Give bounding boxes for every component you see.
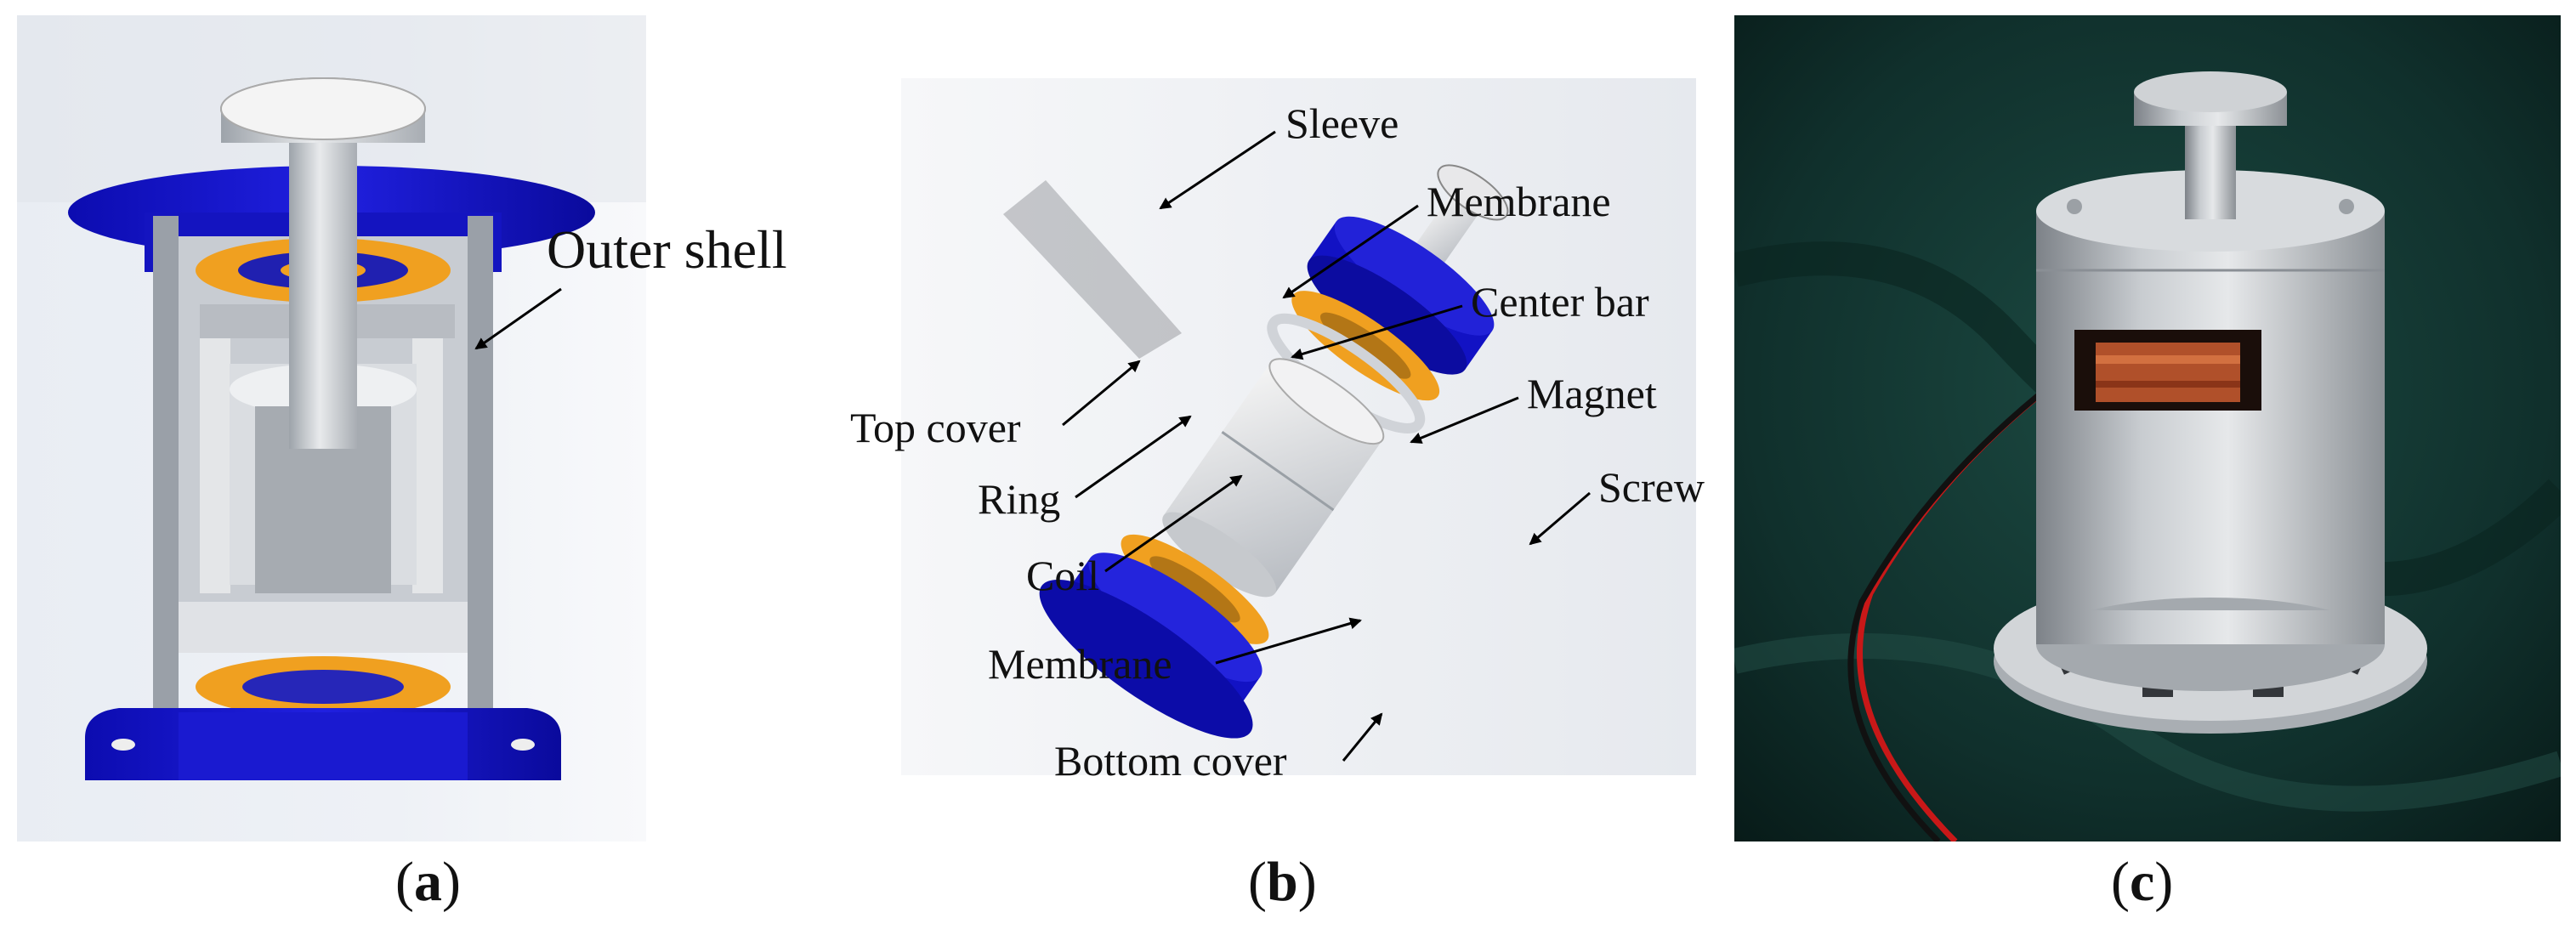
- prototype-photo: [1734, 15, 2561, 842]
- leader-sleeve: [1159, 130, 1276, 210]
- callout-top-cover: Top cover: [850, 404, 1021, 451]
- callout-screw: Screw: [1598, 463, 1705, 511]
- subfigure-label-a: (a): [395, 851, 461, 913]
- leader-coil: [1104, 474, 1243, 573]
- leader-outer-shell: [474, 287, 562, 350]
- callout-coil: Coil: [1026, 552, 1100, 599]
- callout-membrane-bottom: Membrane: [988, 640, 1172, 688]
- leader-magnet: [1410, 396, 1519, 444]
- callout-ring: Ring: [978, 475, 1061, 523]
- leader-screw: [1529, 491, 1591, 546]
- leader-center-bar: [1291, 304, 1463, 360]
- leader-membrane-bottom: [1215, 617, 1362, 665]
- callout-outer-shell: Outer shell: [547, 219, 787, 280]
- subfigure-label-b: (b): [1248, 851, 1317, 913]
- cad-cutaway-render: [17, 15, 646, 842]
- callout-magnet: Magnet: [1527, 370, 1657, 417]
- subfigure-label-c: (c): [2111, 851, 2174, 913]
- exploded-view-render: [901, 78, 1696, 775]
- callout-center-bar: Center bar: [1471, 278, 1649, 326]
- callout-bottom-cover: Bottom cover: [1054, 737, 1287, 785]
- subfigure-letter-c: c: [2129, 851, 2155, 913]
- leader-ring: [1075, 415, 1192, 499]
- leader-bottom-cover: [1342, 712, 1383, 762]
- leader-top-cover: [1062, 360, 1141, 427]
- callout-sleeve: Sleeve: [1285, 99, 1399, 147]
- subfigure-letter-b: b: [1266, 851, 1298, 913]
- callout-membrane-top: Membrane: [1427, 178, 1611, 225]
- leader-membrane-top: [1282, 204, 1419, 299]
- subfigure-letter-a: a: [413, 851, 442, 913]
